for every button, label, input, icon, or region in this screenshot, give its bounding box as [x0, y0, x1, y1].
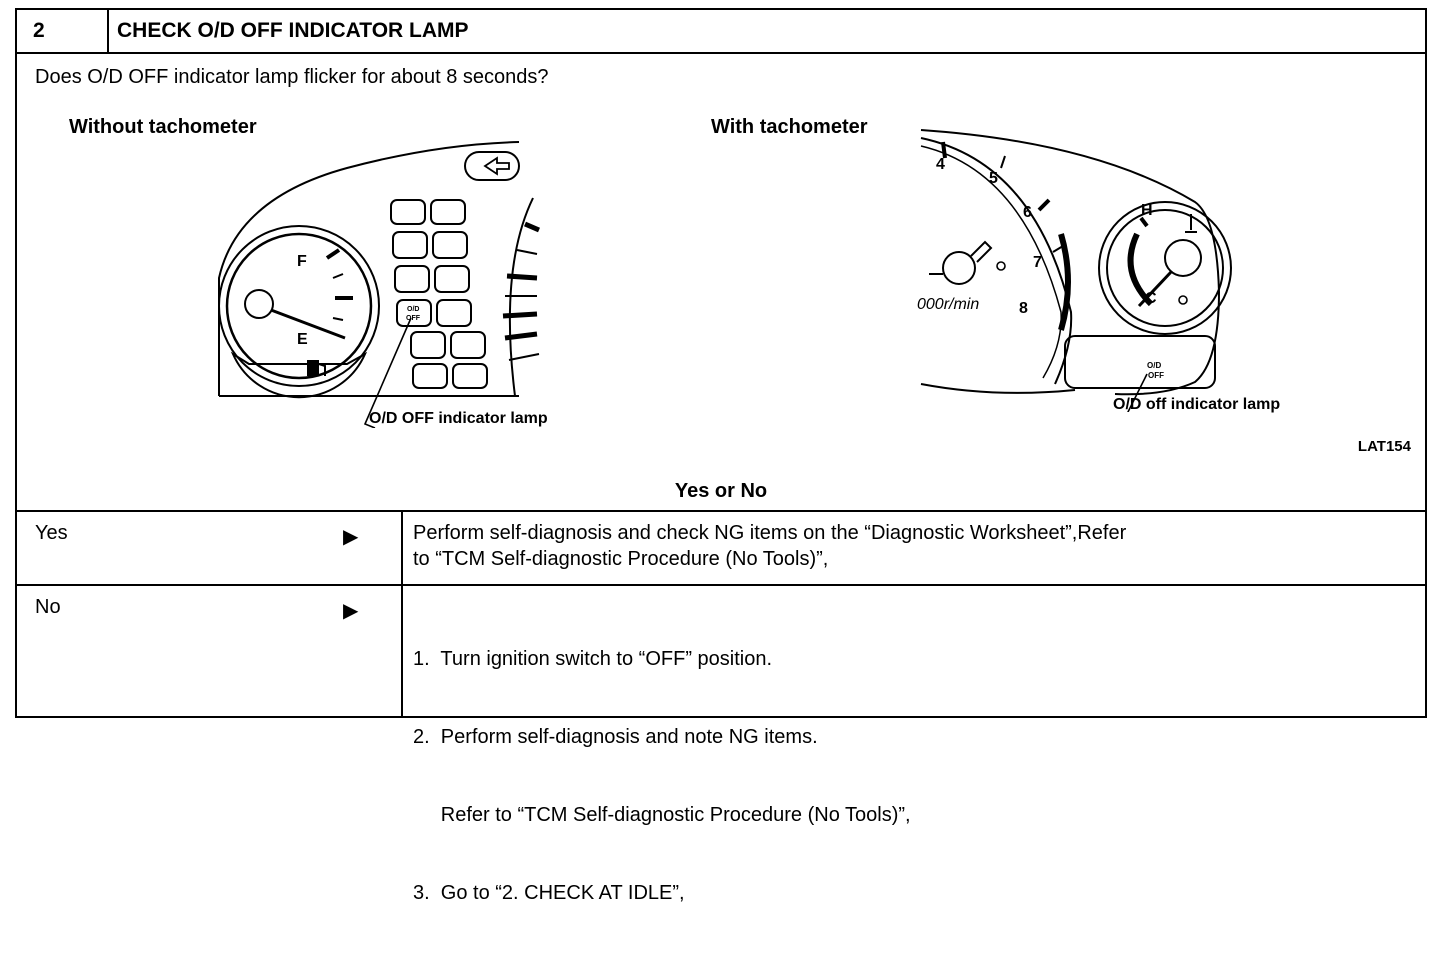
- left-figure-title: Without tachometer: [69, 116, 257, 138]
- diagnostic-step-table: 2 CHECK O/D OFF INDICATOR LAMP Does O/D …: [15, 8, 1427, 904]
- cluster-without-tachometer-illustration: F E O/D OFF: [218, 141, 540, 428]
- od-off-lamp-callout-right: O/D off indicator lamp: [1113, 396, 1281, 413]
- warning-lamp-grid: [390, 199, 488, 389]
- row-divider: [401, 512, 403, 584]
- tach-tick-4: 4: [936, 156, 945, 173]
- tach-tick-5: 5: [989, 170, 998, 187]
- od-off-display-window: [1064, 335, 1216, 389]
- answer-row-yes: Yes ▶ Perform self-diagnosis and check N…: [17, 510, 1425, 584]
- text-line: to “TCM Self-diagnostic Procedure (No To…: [413, 548, 829, 570]
- text-line: 3. Go to “2. CHECK AT IDLE”,: [413, 882, 685, 904]
- text-line: 2. Perform self-diagnosis and note NG it…: [413, 726, 818, 748]
- figure-code: LAT154: [1357, 438, 1411, 455]
- cluster-with-tachometer-illustration: O/D OFF: [920, 129, 1232, 412]
- fuel-empty-label: E: [297, 331, 308, 348]
- speedometer-arc: [502, 197, 540, 397]
- yes-or-no-heading: Yes or No: [674, 480, 768, 502]
- od-off-lamp-text-bottom: OFF: [406, 315, 421, 322]
- step-title: CHECK O/D OFF INDICATOR LAMP: [117, 19, 469, 42]
- step-header: 2 CHECK O/D OFF INDICATOR LAMP: [17, 10, 1425, 54]
- coolant-temperature-icon: [1185, 214, 1197, 233]
- od-off-lamp-callout: O/D OFF indicator lamp: [369, 410, 548, 427]
- text-line: Perform self-diagnosis and check NG item…: [413, 522, 1127, 544]
- arrow-right-icon: ▶: [343, 600, 359, 622]
- row-divider: [401, 586, 403, 718]
- tach-tick-8: 8: [1019, 300, 1028, 317]
- temp-cold-label: C: [1145, 290, 1157, 307]
- tach-tick-7: 7: [1033, 254, 1042, 271]
- od-off-lamp-text-top: O/D: [407, 306, 419, 313]
- fuel-full-label: F: [297, 253, 307, 270]
- arrow-right-icon: ▶: [343, 526, 359, 548]
- od-off-callout-leader: [1127, 373, 1148, 412]
- tach-unit-label: 000r/min: [917, 296, 980, 313]
- text-line: 1. Turn ignition switch to “OFF” positio…: [413, 648, 773, 670]
- answer-text-yes: Perform self-diagnosis and check NG item…: [413, 520, 1126, 572]
- fuel-pump-icon: [307, 360, 326, 376]
- check-question: Does O/D OFF indicator lamp flicker for …: [35, 66, 549, 88]
- tach-tick-6: 6: [1023, 204, 1032, 221]
- tachometer-needle: [929, 240, 1006, 285]
- answer-text-no: 1. Turn ignition switch to “OFF” positio…: [413, 594, 911, 958]
- od-off-lamp-text-bottom: OFF: [1148, 371, 1164, 380]
- temperature-gauge: [1098, 201, 1232, 335]
- answer-label-no: No: [35, 596, 61, 618]
- answer-label-yes: Yes: [35, 522, 68, 544]
- od-off-callout-leader: [363, 317, 412, 428]
- text-line: Refer to “TCM Self-diagnostic Procedure …: [413, 804, 911, 826]
- right-figure-title: With tachometer: [711, 116, 868, 138]
- temp-hot-label: H: [1141, 202, 1153, 219]
- od-off-lamp-text-top: O/D: [1147, 361, 1161, 370]
- fuel-gauge: [218, 225, 380, 399]
- answer-row-no: No ▶ 1. Turn ignition switch to “OFF” po…: [17, 584, 1425, 904]
- step-number: 2: [17, 10, 109, 52]
- turn-signal-arrow-icon: [464, 151, 520, 181]
